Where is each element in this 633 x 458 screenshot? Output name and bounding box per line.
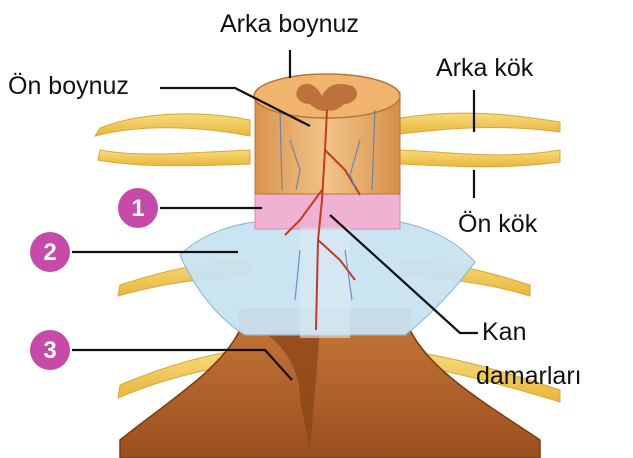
label-dorsal-horn: Arka boynuz: [220, 10, 359, 38]
pia-mater: [254, 192, 401, 230]
marker-3-circle: [30, 330, 70, 370]
marker-2: 2: [30, 232, 70, 272]
blue-vessels: [279, 109, 376, 301]
label-ventral-horn: Ön boynuz: [8, 72, 129, 100]
marker-3-number: 3: [43, 337, 56, 364]
label-ventral-root: Ön kök: [458, 210, 538, 238]
left-root-lower: [97, 149, 251, 167]
right-root-upper: [399, 112, 561, 135]
label-blood-vessels-line2: damarları: [476, 362, 582, 390]
marker-1-circle: [118, 188, 158, 228]
leader-blood-vessels: [329, 214, 478, 335]
gray-matter: [296, 83, 358, 111]
marker-2-number: 2: [43, 239, 56, 266]
spinal-cord-lower: [300, 228, 350, 338]
right-root-lower: [399, 149, 561, 168]
leader-marker-3: [72, 348, 293, 381]
marker-3: 3: [30, 330, 70, 370]
leader-ventral-horn: [160, 86, 311, 127]
left-root-upper: [93, 113, 251, 137]
marker-2-circle: [30, 232, 70, 272]
marker-1: 1: [118, 188, 158, 228]
label-blood-vessels-line1: Kan: [482, 318, 526, 346]
label-dorsal-root: Arka kök: [436, 54, 534, 82]
dura-fold: [260, 330, 320, 450]
marker-1-number: 1: [131, 195, 144, 222]
